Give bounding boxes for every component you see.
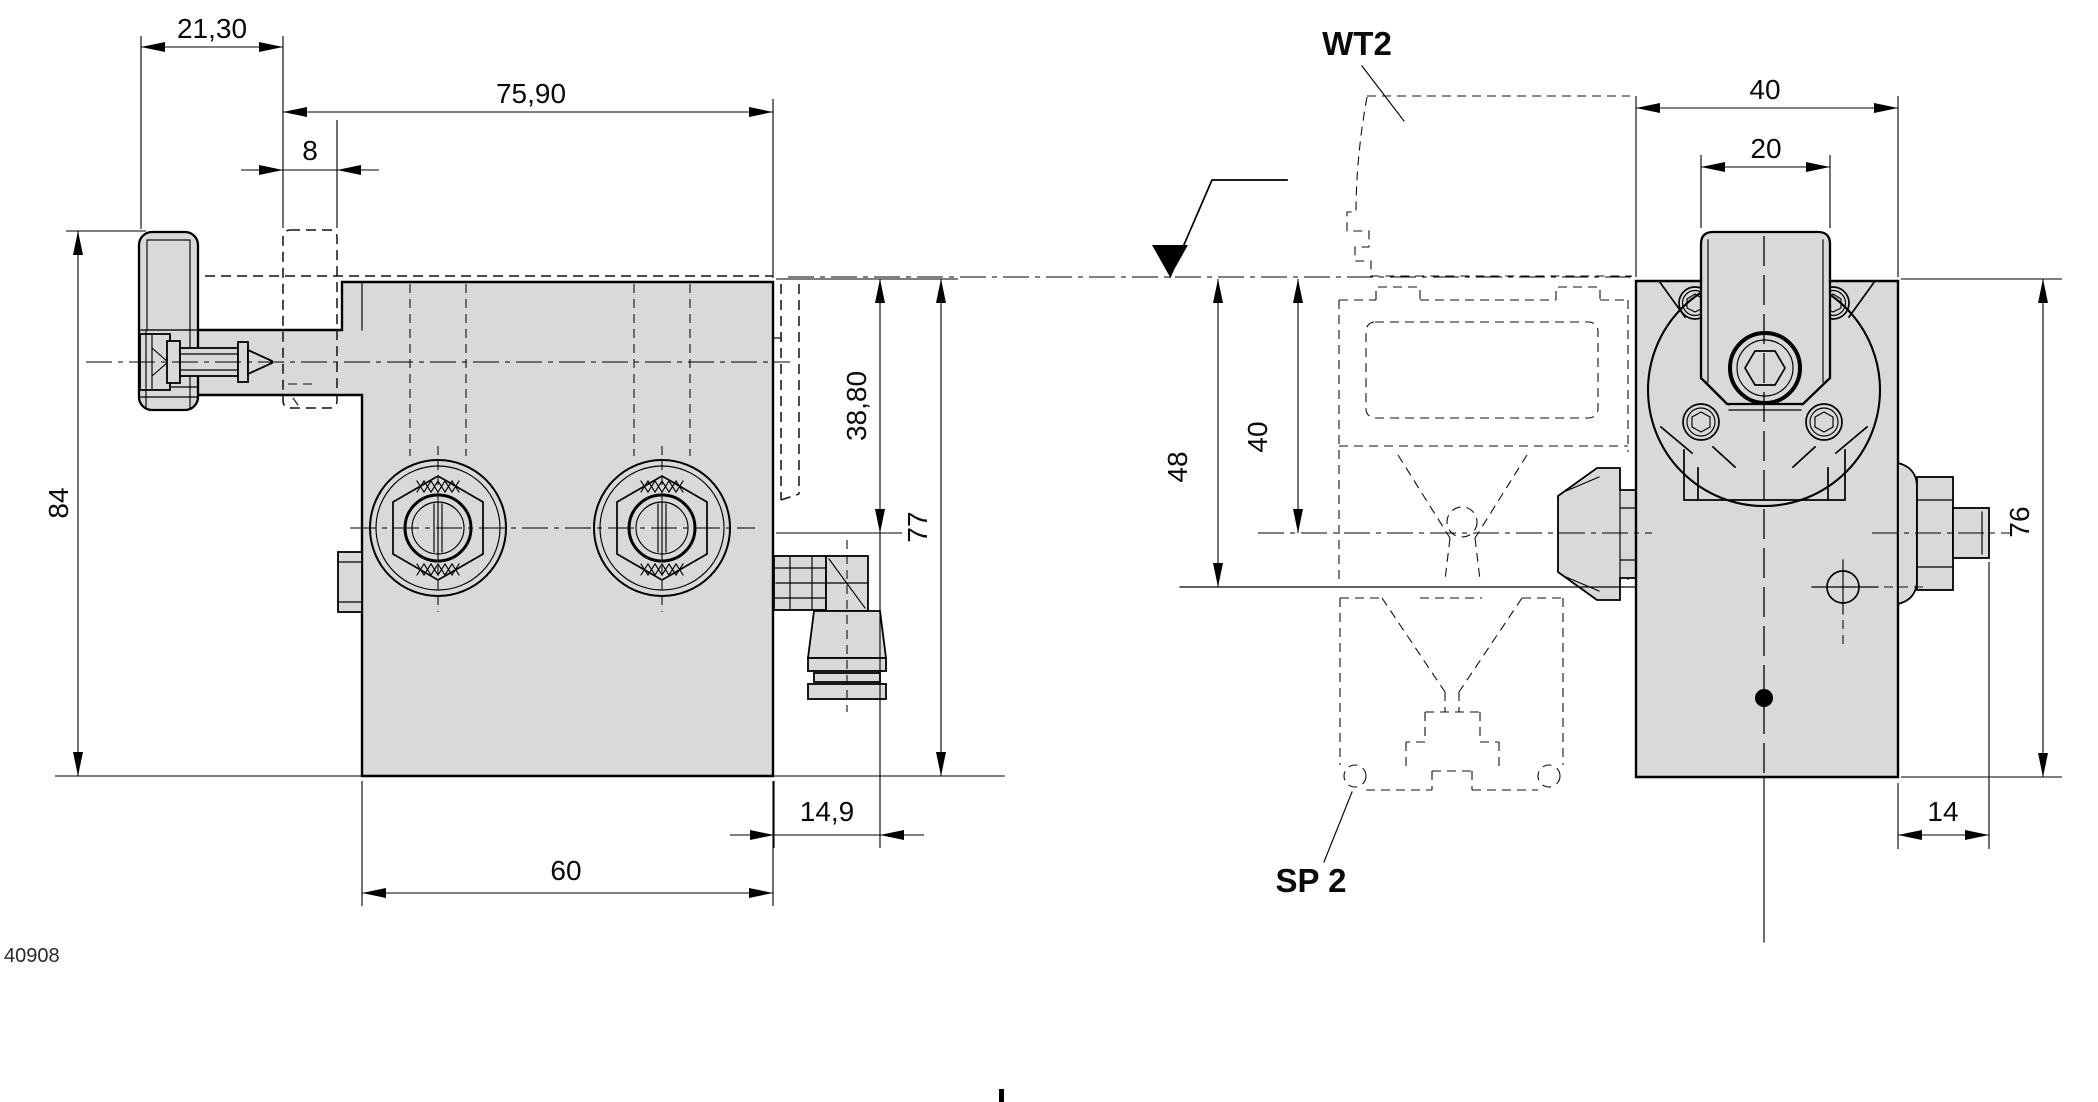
mounting-tab (1699, 230, 1832, 411)
clamp-head (1557, 467, 1639, 601)
part-number: 40908 (4, 945, 60, 967)
side-setscrew (337, 551, 363, 613)
side-fitting (1872, 461, 2012, 606)
dim-label: 84 (43, 487, 74, 518)
dim-label: 40 (1749, 74, 1780, 105)
dim-77: 77 (902, 279, 946, 776)
dim-84: 84 (43, 230, 146, 776)
sp2-profile-section (1339, 597, 1564, 791)
hidden-pallet-edge (780, 284, 800, 501)
dim-40-axis: 40 (1242, 279, 1303, 533)
callout-wt2: WT2 (1322, 25, 1405, 122)
flange-circle (1646, 280, 1882, 508)
pilot-hole (1811, 559, 1928, 646)
dim-label: 38,80 (841, 371, 872, 441)
sp2-label: SP 2 (1276, 862, 1347, 899)
dim-label: 40 (1242, 421, 1273, 452)
screw-bottom-right (1805, 403, 1843, 441)
dim-label: 76 (2004, 506, 2035, 537)
dim-label: 48 (1162, 451, 1193, 482)
dim-label: 75,90 (496, 78, 566, 109)
dim-14-9: 14,9 (730, 781, 924, 848)
dim-label: 8 (302, 135, 318, 166)
dim-75-90: 75,90 (283, 78, 774, 278)
sheet-fold-mark (999, 1089, 1004, 1102)
dim-20: 20 (1700, 133, 1831, 228)
center-screw (1728, 331, 1802, 405)
index-dot (1755, 689, 1773, 707)
dim-60: 60 (361, 781, 774, 906)
dim-label: 77 (902, 511, 933, 542)
dim-label: 14,9 (800, 796, 855, 827)
dim-21-30: 21,30 (140, 13, 284, 229)
dim-8: 8 (241, 120, 379, 228)
dim-label: 21,30 (177, 13, 247, 44)
left-view: 21,30 75,90 8 84 38,80 (43, 13, 1005, 906)
gussets-bottom (1659, 425, 1869, 469)
knob-centerline-v (437, 446, 663, 612)
elbow-fitting (773, 540, 888, 712)
dim-76: 76 (1901, 278, 2062, 778)
screw-bottom-left (1682, 403, 1720, 441)
dim-14: 14 (1897, 562, 1990, 849)
stop-position-flag (1152, 179, 1288, 279)
dim-label: 60 (550, 855, 581, 886)
wt2-leader (1361, 65, 1405, 122)
wt2-pallet-profile (1346, 95, 1632, 277)
sp2-leader (1323, 791, 1353, 863)
dim-38-80: 38,80 (776, 278, 958, 848)
wt2-label: WT2 (1322, 25, 1392, 62)
throat-lines (1683, 449, 1846, 501)
dim-label: 14 (1927, 796, 1958, 827)
hidden-tenon (282, 229, 338, 409)
dim-label: 20 (1750, 133, 1781, 164)
valve-body (362, 395, 773, 776)
body-top-slab (342, 282, 773, 330)
dim-40-width: 40 (1367, 74, 1899, 277)
right-view: 40 20 48 40 76 (1162, 74, 2062, 943)
head-outline (1634, 279, 1900, 779)
callout-sp2: SP 2 (1276, 791, 1353, 899)
dim-48: 48 (1162, 279, 1223, 587)
